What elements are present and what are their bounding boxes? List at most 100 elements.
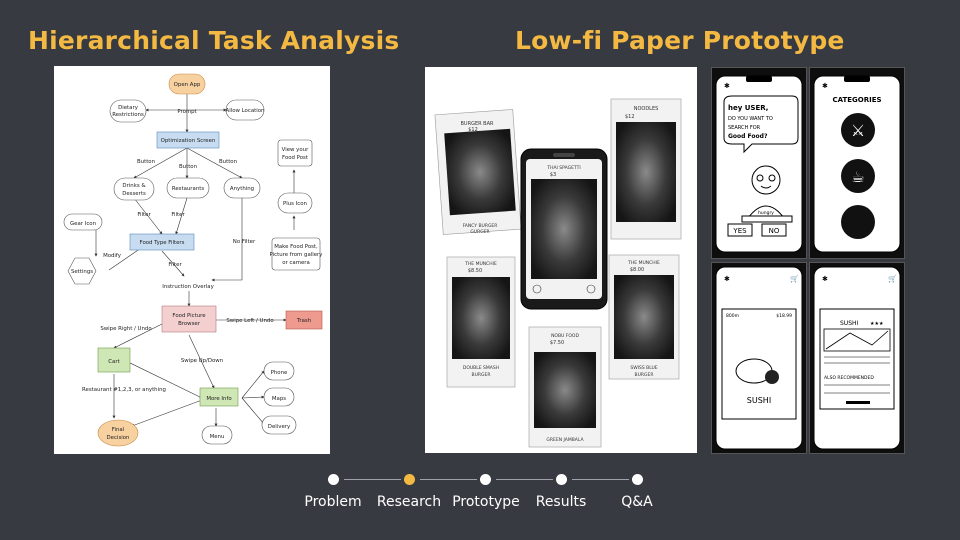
gear-icon[interactable]: ✱ [724,275,730,283]
swipe-updown-label: Swipe Up/Down [181,358,223,364]
card-top-left-foot-2: GURGER [470,229,489,235]
filter-low-label: Filter [168,262,182,268]
nav-label-results[interactable]: Results [536,494,587,510]
s1-speech-3: SEARCH FOR [728,125,761,131]
more-info-label: More Info [206,396,231,402]
card-top-right-title: NOODLES [634,106,659,112]
nav-dot-problem[interactable] [328,474,339,485]
s4-title: SUSHI [840,320,859,327]
maps-label: Maps [272,396,286,402]
modify-label: Modify [103,253,122,259]
card-middle-right-foot-1: SWISS BLUE [630,365,657,371]
gear-icon[interactable]: ✱ [822,82,828,90]
instruction-overlay-label: Instruction Overlay [162,284,214,290]
make-post-label-1: Make Food Post, [274,244,318,250]
make-post-label-3: or camera [282,260,310,266]
card-bottom: NOBU FOOD $7.50 GREEN JAMBALA [529,327,601,447]
restaurant-choice-label: Restaurant #1,2,3, or anything [82,387,166,393]
card-middle-right-price: $8.00 [630,267,644,273]
view-post-label-1: View your [282,147,309,153]
filter-left-label: Filter [137,212,151,218]
paper-prototype-photo: BURGER BAR $12 FANCY BURGER GURGER NOODL… [425,67,697,453]
trash-label: Trash [296,318,311,324]
drinks-label-2: Desserts [122,191,146,197]
card-top-left-foot-1: FANCY BURGER [463,223,498,229]
nav-dot-prototype[interactable] [480,474,491,485]
dietary-label-2: Restrictions [112,112,144,118]
swipe-right-label: Swipe Right / Undo [100,326,151,332]
nav-dot-research[interactable] [404,474,415,485]
food-picture-label-1: Food Picture [172,313,206,319]
final-label-2: Decision [107,435,130,441]
s1-hungry: hungry [758,210,774,216]
dietary-label-1: Dietary [118,105,139,111]
plus-icon-label: Plus Icon [283,201,307,207]
view-post-label-2: Food Post [282,155,308,161]
card-bottom-title: NOBU FOOD [551,333,579,339]
sketch-welcome: ✱ hey USER, DO YOU WANT TO SEARCH FOR Go… [711,67,807,259]
card-middle-right-foot-2: BURGER [635,372,654,378]
dessert-category-icon[interactable] [841,205,875,239]
svg-text:⚔: ⚔ [851,121,865,140]
cart-icon[interactable]: 🛒 [790,274,799,283]
hta-svg: Open App Prompt Dietary Restrictions All… [54,66,330,454]
button-right-label: Button [219,159,237,165]
nav-label-research[interactable]: Research [377,494,441,510]
nav-dot-results[interactable] [556,474,567,485]
gear-icon[interactable]: ✱ [822,275,828,283]
card-middle-right: THE MUNCHIE $8.00 SWISS BLUE BURGER [609,255,679,379]
final-label-1: Final [112,427,124,433]
card-top-left-price: $12 [468,127,478,133]
svg-text:☕: ☕ [851,168,864,186]
paper-prototype-svg: BURGER BAR $12 FANCY BURGER GURGER NOODL… [425,67,697,453]
nav-label-problem[interactable]: Problem [304,494,361,510]
s1-speech-1: hey USER, [728,104,768,112]
s3-price: $18.99 [776,313,792,319]
s1-speech-4: Good Food? [728,133,768,140]
sketch-categories: ✱ CATEGORIES ⚔ ☕ [809,67,905,259]
cart-label: Cart [108,359,119,365]
nav-label-prototype[interactable]: Prototype [452,494,520,510]
card-middle-left-price: $8.50 [468,268,482,274]
s1-yes: YES [732,227,747,235]
s3-label: SUSHI [747,396,771,405]
nav-dot-qa[interactable] [632,474,643,485]
character-face [752,166,780,194]
delivery-label: Delivery [268,424,291,430]
node-food-picture-browser [162,306,216,332]
restaurants-label: Restaurants [172,186,205,192]
menu-label: Menu [210,434,225,440]
nav-connector [572,479,629,480]
nav-connector [344,479,401,480]
hta-diagram: Open App Prompt Dietary Restrictions All… [54,66,330,454]
nav-connector [496,479,553,480]
swipe-left-label: Swipe Left / Undo [226,318,273,324]
phone-label: Phone [271,370,288,376]
card-middle-left-title: THE MUNCHIE [464,261,497,267]
gear-icon-label: Gear Icon [70,221,96,227]
optimization-label: Optimization Screen [161,138,216,144]
button-mid-label: Button [179,164,197,170]
s1-speech-2: DO YOU WANT TO [728,116,773,122]
card-middle-left-foot-2: BURGER [472,372,491,378]
anything-label: Anything [230,186,254,192]
nav-connector [420,479,477,480]
s1-no: NO [769,227,780,235]
s2-title: CATEGORIES [832,96,881,104]
card-middle-left: THE MUNCHIE $8.50 DOUBLE SMASH BURGER [447,257,515,387]
nav-label-qa[interactable]: Q&A [621,494,653,510]
card-middle-left-foot-1: DOUBLE SMASH [463,365,499,371]
settings-label: Settings [71,269,93,275]
cart-icon[interactable]: 🛒 [888,274,897,283]
phone-frame: THAI SPAGETTI $3 [521,149,607,309]
s3-zoom: 800m [726,313,739,319]
card-center-price: $3 [550,172,556,178]
gear-icon[interactable]: ✱ [724,82,730,90]
card-top-left: BURGER BAR $12 FANCY BURGER GURGER [435,109,521,235]
node-final-decision [98,420,138,446]
prompt-label: Prompt [177,109,196,115]
hta-title: Hierarchical Task Analysis [28,26,399,55]
food-picture-label-2: Browser [178,321,201,327]
map-thumbnail[interactable] [824,329,890,351]
s4-rating: ★★★ [870,321,884,327]
